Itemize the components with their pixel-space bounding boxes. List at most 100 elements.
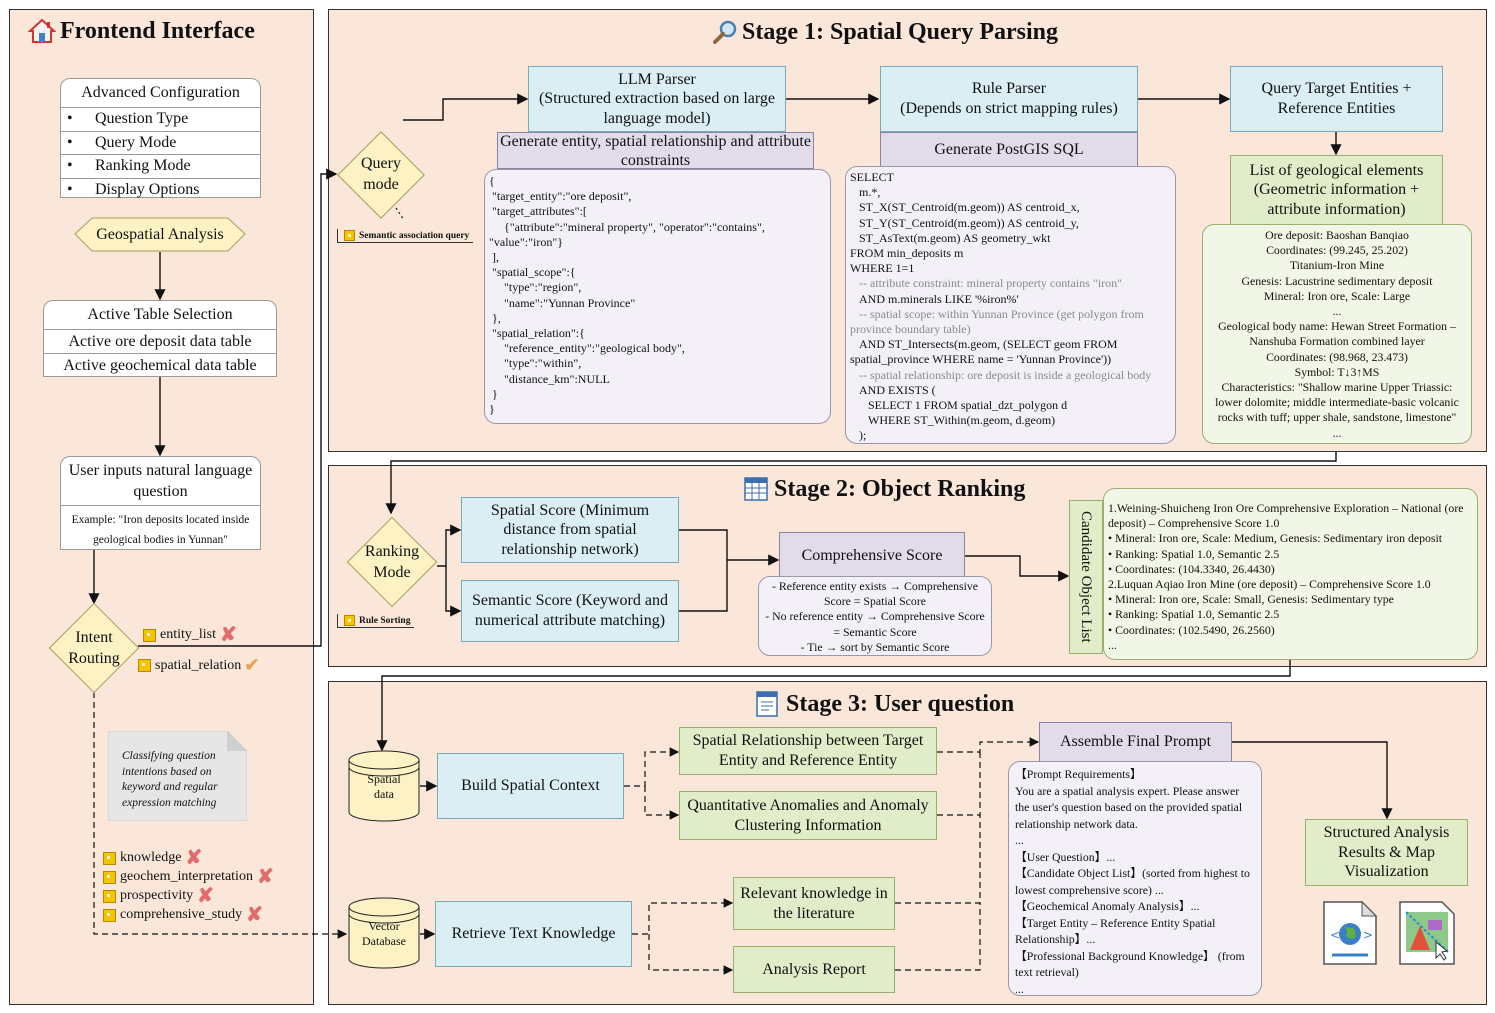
frontend-title: Frontend Interface — [28, 14, 255, 48]
tag-geochem: geochem_interpretation✘ — [103, 867, 274, 887]
llm-json-output: { "target_entity":"ore deposit", "target… — [484, 169, 831, 424]
user-input-title: User inputs natural language question — [68, 462, 253, 500]
stage3-title: Stage 3: User question — [756, 688, 1014, 720]
json-line: "type":"within", — [489, 356, 582, 371]
rule-parser-title: Rule Parser — [971, 80, 1047, 98]
bullet-icon: • — [67, 157, 73, 174]
rule-parser-desc: (Depends on strict mapping rules) — [900, 100, 1118, 117]
analysis-report-box: Analysis Report — [733, 946, 895, 993]
literature-knowledge-box: Relevant knowledge in the literature — [733, 877, 895, 930]
geo-element-line: Symbol: T↓3↑MS — [1294, 364, 1380, 379]
web-page-icon: < > — [1323, 900, 1378, 965]
geo-element-line: ... — [1332, 304, 1342, 319]
postgis-sql-output: SELECT m.*, ST_X(ST_Centroid(m.geom)) AS… — [845, 166, 1176, 444]
sql-line: ); — [850, 428, 867, 443]
candidate-line: 1.Weining-Shuicheng Iron Ore Comprehensi… — [1108, 501, 1467, 531]
geo-element-line: Geological body name: Hewan Street Forma… — [1218, 319, 1459, 349]
query-mode-label: Query mode — [361, 155, 401, 193]
home-icon — [28, 18, 56, 43]
svg-text:>: > — [1363, 928, 1373, 942]
prompt-line: 【User Question】... — [1015, 849, 1116, 864]
geo-element-line: Genesis: Lacustrine sedimentary deposit — [1241, 273, 1433, 288]
check-icon: ✔ — [244, 655, 260, 675]
query-mode-tag: Semantic association query — [337, 229, 474, 243]
rule-generate-box: Generate PostGIS SQL — [880, 132, 1138, 168]
sql-line: ST_X(ST_Centroid(m.geom)) AS centroid_x, — [850, 200, 1080, 215]
bullet-icon: • — [67, 110, 73, 127]
config-options: •Question Type•Query Mode•Ranking Mode•D… — [61, 107, 260, 201]
tag-square-icon — [143, 628, 156, 642]
sql-line: -- spatial relationship: ore deposit is … — [850, 367, 1152, 382]
json-line: } — [489, 402, 495, 417]
json-line: "distance_km":NULL — [489, 371, 610, 386]
tag-square-icon — [103, 908, 116, 922]
config-option[interactable]: •Display Options — [61, 177, 260, 202]
rule-parser-box[interactable]: Rule Parser (Depends on strict mapping r… — [880, 66, 1138, 132]
cross-icon: ✘ — [220, 624, 237, 646]
llm-parser-desc: (Structured extraction based on large la… — [538, 90, 776, 127]
prompt-line: 【Professional Background Knowledge】 (fro… — [1015, 948, 1248, 980]
geo-element-line: ... — [1332, 425, 1342, 440]
rule-sorting-tag: Rule Sorting — [337, 614, 415, 628]
bullet-icon: • — [67, 180, 73, 198]
intent-routing-node[interactable]: Intent Routing — [48, 602, 140, 694]
ranking-mode-node[interactable]: Ranking Mode — [346, 514, 438, 610]
config-option[interactable]: •Query Mode — [61, 130, 260, 155]
prompt-line: ... — [1015, 981, 1024, 996]
score-rules: - Reference entity exists → Comprehensiv… — [758, 576, 992, 656]
active-table-row-1[interactable]: Active geochemical data table — [44, 353, 276, 377]
final-prompt-text: 【Prompt Requirements】You are a spatial a… — [1008, 761, 1262, 996]
intent-routing-label: Intent Routing — [68, 629, 120, 667]
geo-element-line: Coordinates: (98.968, 23.473) — [1266, 349, 1408, 364]
geo-element-line: Ore deposit: Baoshan Banqiao — [1265, 228, 1409, 242]
geo-element-line: Characteristics: "Shallow marine Upper T… — [1215, 380, 1462, 425]
json-line: {"attribute":"mineral property", "operat… — [489, 219, 765, 234]
json-line: "spatial_relation":{ — [489, 326, 585, 341]
document-icon — [756, 691, 778, 717]
user-input-example: Example: "Iron deposits located inside g… — [61, 505, 260, 554]
llm-parser-box[interactable]: LLM Parser (Structured extraction based … — [528, 66, 786, 132]
semantic-score-box: Semantic Score (Keyword and numerical at… — [461, 580, 679, 642]
geo-element-line: Titanium-Iron Mine — [1289, 258, 1385, 273]
tag-square-icon — [138, 659, 151, 672]
note-text: Classifying question intentions based on… — [122, 750, 218, 809]
candidate-line: • Ranking: Spatial 1.0, Semantic 2.5 — [1108, 546, 1280, 561]
json-line: } — [489, 386, 498, 401]
candidate-line: ... — [1108, 637, 1117, 652]
config-option[interactable]: •Ranking Mode — [61, 154, 260, 178]
query-mode-node[interactable]: Query mode — [336, 131, 426, 219]
config-option[interactable]: •Question Type — [61, 107, 260, 131]
stage2-title: Stage 2: Object Ranking — [744, 473, 1025, 505]
llm-parser-title: LLM Parser — [618, 70, 696, 88]
json-line: "type":"region", — [489, 280, 582, 295]
json-line: "target_entity":"ore deposit", — [489, 189, 632, 204]
user-input-box[interactable]: User inputs natural language question Ex… — [60, 456, 261, 550]
json-line: "value":"iron"} — [489, 234, 564, 249]
candidate-line: • Mineral: Iron ore, Scale: Medium, Gene… — [1108, 531, 1443, 546]
llm-generate-box: Generate entity, spatial relationship an… — [497, 132, 814, 169]
score-rule-line: - No reference entity → Comprehensive Sc… — [765, 609, 988, 639]
active-table-title: Active Table Selection — [87, 306, 233, 323]
active-table-box[interactable]: Active Table Selection Active ore deposi… — [43, 300, 277, 377]
prompt-line: 【Prompt Requirements】 — [1015, 767, 1142, 781]
tag-square-icon — [103, 870, 116, 884]
cross-icon: ✘ — [197, 885, 214, 907]
cross-icon: ✘ — [246, 904, 263, 926]
sql-line: SELECT 1 FROM spatial_dzt_polygon d — [850, 398, 1068, 413]
tag-square-icon — [103, 851, 116, 865]
advanced-config-title: Advanced Configuration — [81, 84, 240, 101]
tag-knowledge: knowledge✘ — [103, 848, 202, 868]
tag-comprehensive: comprehensive_study✘ — [103, 904, 263, 926]
query-targets-box: Query Target Entities + Reference Entiti… — [1230, 66, 1443, 132]
spatial-relationship-box: Spatial Relationship between Target Enti… — [679, 727, 937, 775]
tag-square-icon — [344, 615, 355, 626]
score-rule-line: - Tie → sort by Semantic Score — [800, 639, 950, 654]
stage1-title: Stage 1: Spatial Query Parsing — [712, 16, 1058, 48]
json-line: "target_attributes":[ — [489, 204, 587, 219]
results-box: Structured Analysis Results & Map Visual… — [1305, 819, 1468, 886]
advanced-config-box[interactable]: Advanced Configuration •Question Type•Qu… — [60, 78, 261, 198]
active-table-row-0[interactable]: Active ore deposit data table — [44, 329, 276, 353]
json-line: "spatial_scope":{ — [489, 265, 576, 280]
